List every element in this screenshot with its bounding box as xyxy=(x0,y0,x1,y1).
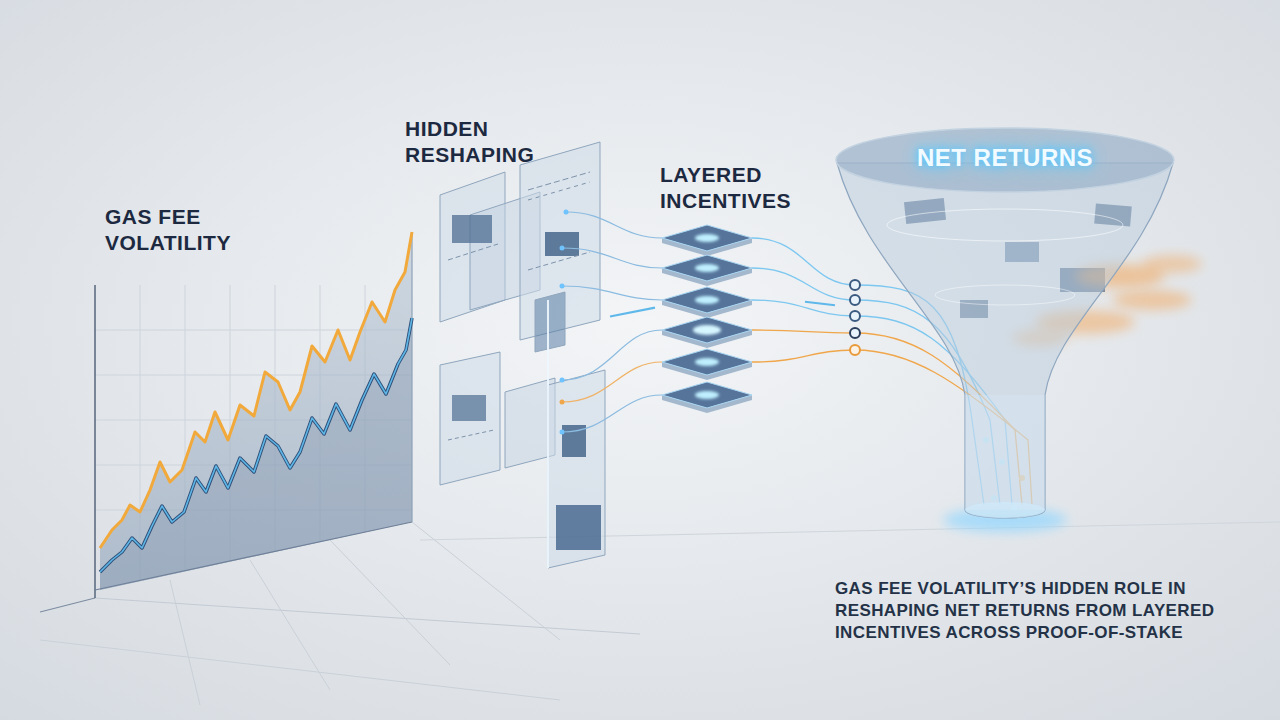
diagram-caption: GAS FEE VOLATILITY’S HIDDEN ROLE IN RESH… xyxy=(835,578,1215,644)
node-heading: GAS FEE VOLATILITY xyxy=(105,204,275,257)
flow-wire xyxy=(566,212,662,238)
blue-series-line xyxy=(100,318,412,572)
flow-connector xyxy=(805,302,835,305)
wire-dot xyxy=(560,246,565,251)
chart-axis xyxy=(94,285,96,598)
layer-glow xyxy=(695,234,719,242)
floor-line xyxy=(40,598,95,612)
floor-line xyxy=(95,598,640,634)
chart-area xyxy=(100,232,412,590)
data-stripe xyxy=(448,430,494,440)
funnel-ring xyxy=(935,285,1075,305)
wire-dot xyxy=(560,400,565,405)
funnel-rim xyxy=(836,128,1174,192)
glass-panel xyxy=(548,370,605,568)
wire-ring xyxy=(850,295,860,305)
data-tile xyxy=(556,505,601,550)
glass-panel xyxy=(535,292,565,352)
blue-series-shadow xyxy=(100,318,412,572)
wire-dot xyxy=(560,284,565,289)
layer-glow xyxy=(695,358,719,366)
layer-glow xyxy=(693,325,721,335)
flow-wire xyxy=(562,330,662,380)
funnel-body xyxy=(837,163,1173,518)
chart-area xyxy=(100,318,412,590)
data-tile xyxy=(452,215,492,243)
flow-connector xyxy=(610,308,655,317)
node-heading: NET RETURNS xyxy=(835,143,1175,173)
layer-plate xyxy=(662,382,752,408)
incentive-stack: LAYERED INCENTIVES xyxy=(655,162,805,424)
chart-panel: GAS FEE VOLATILITY xyxy=(95,200,395,600)
data-stripe xyxy=(528,182,590,200)
smoke-puff xyxy=(1112,290,1192,310)
wire-dot xyxy=(560,378,565,383)
flow-wire xyxy=(562,248,662,268)
floor-line xyxy=(170,580,200,705)
funnel-outline xyxy=(835,125,1175,525)
smoke-puff xyxy=(1142,255,1202,273)
data-tile xyxy=(452,395,486,421)
floor-line xyxy=(330,540,450,665)
layer-plate xyxy=(662,317,752,343)
layer-plate xyxy=(662,349,752,375)
glass-panel xyxy=(440,352,500,485)
wire-dot xyxy=(564,210,569,215)
flow-wire xyxy=(562,395,662,432)
floor-line xyxy=(40,640,560,700)
chart-edge xyxy=(411,232,412,522)
funnel-ring xyxy=(887,209,1123,241)
data-tile xyxy=(545,232,579,256)
data-stripe xyxy=(528,252,590,270)
layer-plate xyxy=(662,225,752,251)
flow-wire xyxy=(562,286,662,300)
wire-ring xyxy=(850,280,860,290)
light-edge xyxy=(547,300,549,568)
wire-ring xyxy=(850,345,860,355)
layer-plate xyxy=(662,287,752,313)
returns-funnel: NET RETURNS xyxy=(835,125,1175,525)
flow-wire xyxy=(562,362,662,402)
wire-dot xyxy=(560,430,565,435)
layer-plate xyxy=(662,255,752,281)
data-stripe xyxy=(448,244,498,260)
floor-line xyxy=(412,522,560,640)
wire-ring xyxy=(850,311,860,321)
funnel-tube xyxy=(965,395,1045,510)
chart-axis xyxy=(95,522,412,590)
layer-glow xyxy=(695,391,719,399)
data-stripe xyxy=(528,172,590,190)
node-heading: LAYERED INCENTIVES xyxy=(660,162,810,215)
wire-ring xyxy=(850,328,860,338)
layer-glow xyxy=(695,296,719,304)
node-heading: HIDDEN RESHAPING xyxy=(405,116,555,169)
floor-line xyxy=(250,560,330,690)
reshaping-panels: HIDDEN RESHAPING xyxy=(400,112,610,562)
layer-glow xyxy=(695,264,719,272)
